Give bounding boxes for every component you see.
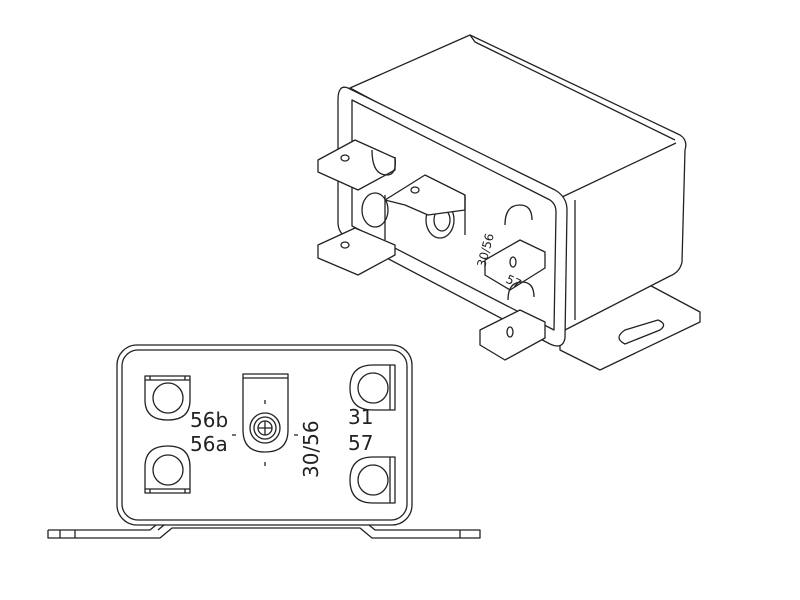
iso-label-57: 57 [504, 272, 524, 291]
label-31: 31 [348, 405, 373, 429]
mounting-slot [618, 319, 665, 345]
label-56a: 56a [190, 432, 228, 456]
relay-front-view: 56b 56a 30/56 31 57 [47, 344, 481, 539]
terminal-iso-31 [484, 204, 546, 291]
terminal-iso-56a [317, 192, 396, 276]
relay-body [349, 34, 687, 331]
label-56b: 56b [190, 408, 228, 432]
terminal-iso-3056 [384, 174, 466, 239]
terminal-57 [349, 456, 396, 504]
label-3056: 30/56 [299, 420, 323, 478]
label-57: 57 [348, 431, 373, 455]
terminal-3056 [232, 373, 298, 466]
relay-isometric-view: 30/56 57 [317, 34, 701, 371]
terminal-iso-56b [317, 139, 396, 191]
terminal-iso-57 [479, 281, 546, 361]
terminal-56a [144, 445, 191, 494]
terminal-56b [144, 375, 191, 421]
terminal-31 [349, 364, 396, 411]
